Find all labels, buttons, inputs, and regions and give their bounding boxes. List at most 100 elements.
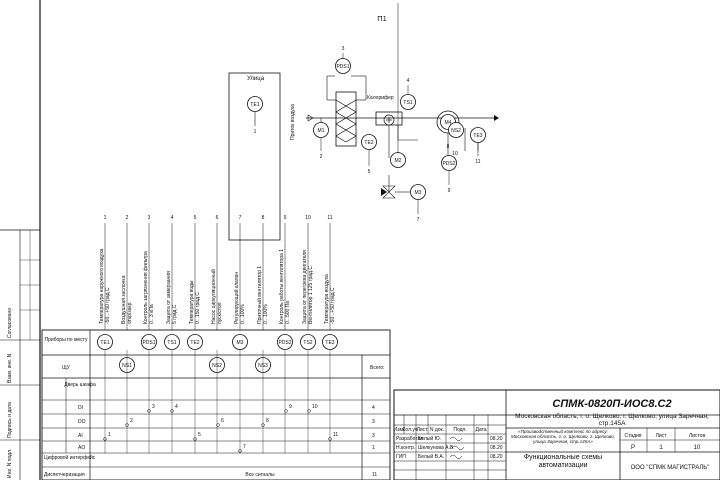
damper-icon	[307, 114, 314, 122]
tb-name-developer: Белый Ю.	[418, 435, 441, 442]
side-label-replacement: Взам. инв. N	[7, 353, 13, 383]
column-description: Насос циркуляционный	[210, 269, 217, 324]
stage-value: Р	[631, 445, 635, 451]
column-number: 3	[148, 215, 151, 221]
signal-node-icon	[307, 409, 311, 413]
column-range: 0...3 кПа	[149, 304, 155, 324]
sheet-header: Лист	[656, 433, 668, 439]
tb-role-developer: Разработал	[396, 436, 423, 442]
signal-node-icon	[125, 423, 129, 427]
column-range: откр/закр	[127, 302, 133, 324]
stage-header: Стадия	[624, 433, 641, 439]
signal-node-icon	[170, 409, 174, 413]
filter-block	[335, 91, 357, 147]
signal-number-di: 9	[289, 404, 292, 410]
column-description: Приточный вентилятор 1	[256, 266, 263, 324]
column-description: Контроль работы вентилятора 1	[279, 249, 285, 324]
object-description: «Производственный комплекс по адресу: Мо…	[510, 429, 616, 445]
dispatch-value: Все сигналы	[245, 472, 275, 478]
instrument-pds2-tag: PDS2	[442, 161, 455, 167]
field-instrument-ts1	[164, 334, 180, 350]
column-range: пуск/стоп	[217, 302, 223, 324]
column-range: Вентилятор 1 125 град.С	[308, 266, 314, 324]
instrument-m4-tag: M4	[445, 120, 452, 126]
callout-pds2: 9	[448, 188, 451, 194]
row-label-ao: AO	[78, 445, 85, 451]
field-instrument-te2-tag: TE2	[190, 340, 199, 346]
row-label-digital: Цифровой интерфейс	[44, 454, 96, 461]
tb-name-control: Шелкунова А.В.	[418, 445, 455, 451]
column-number: 8	[262, 215, 265, 221]
sheet-title: Функциональные схемы автоматизации	[523, 454, 603, 469]
instrument-te2-tag: TE2	[364, 140, 373, 146]
field-instrument-m3	[232, 334, 248, 350]
row-label-di: DI	[78, 405, 83, 411]
field-instrument-ts1-tag: TS1	[167, 340, 176, 346]
instrument-ts1-tag: TS1	[403, 100, 412, 106]
field-instrument-te1-tag: TE1	[100, 340, 109, 346]
sheet-title-box: Функциональные схемы автоматизации	[523, 454, 603, 469]
column-number: 10	[305, 215, 311, 221]
row-label-shu: ЩУ	[62, 365, 71, 371]
object-box: «Производственный комплекс по адресу: Мо…	[510, 429, 616, 445]
callout-te2: 5	[368, 169, 371, 175]
total-di: 4	[372, 405, 375, 411]
signal-node-icon	[103, 437, 107, 441]
sheets-header: Листов	[689, 433, 706, 439]
tb-header-docnum: N док.	[430, 427, 444, 433]
instrument-m1-tag: M1	[318, 128, 325, 134]
side-label-inventory: Инв. N подл.	[7, 449, 13, 478]
tb-role-chief: ГИП	[396, 454, 406, 460]
column-range: 0...150 град.С	[195, 292, 201, 324]
field-instrument-ts2	[300, 334, 316, 350]
signal-table-grid	[41, 329, 391, 480]
control-valve-icon	[382, 185, 396, 193]
column-description: Температура воды	[189, 280, 195, 324]
sheets-value: 10	[694, 445, 701, 451]
outdoor-label: Улица	[247, 76, 265, 82]
instrument-te3-tag: TE3	[473, 133, 482, 139]
tb-header-date: Дата	[475, 427, 486, 433]
column-number: 11	[327, 215, 332, 221]
total-header: Всего:	[370, 365, 385, 371]
row-label-door: Дверь шкафа	[64, 382, 96, 388]
column-range: 5 град.С	[172, 304, 178, 324]
field-instrument-te3-tag: TE3	[325, 340, 334, 346]
column-description: Воздушная заслонка	[121, 275, 127, 324]
signal-node-icon	[284, 409, 288, 413]
tb-header-qty: Кол.уч	[403, 427, 418, 433]
field-instrument-te1	[97, 334, 113, 350]
column-number: 4	[171, 215, 174, 221]
column-number: 1	[104, 215, 107, 221]
signal-number-di: 3	[152, 404, 155, 410]
company-name: ООО "СПМК МАГИСТРАЛЬ"	[631, 465, 710, 471]
field-instrument-pds1-tag: PDS1	[142, 340, 155, 346]
signal-number-di: 4	[175, 404, 178, 410]
column-description: Температура наружного воздуха	[99, 248, 105, 324]
row-label-dispatch: Диспетчеризация	[44, 472, 85, 478]
duct-label-8: 8	[447, 144, 450, 150]
signal-node-icon	[147, 409, 151, 413]
instrument-ns2-tag: NS2	[451, 128, 461, 134]
address: Московская область, г. о. Щелково, г. Ще…	[515, 413, 709, 427]
callout-m1: 2	[320, 154, 323, 160]
column-description: Защита от перегрева двигателя	[302, 250, 308, 324]
signal-number-di: 10	[312, 404, 318, 410]
callout-pds1: 3	[342, 46, 345, 52]
signal-node-icon	[261, 423, 265, 427]
total-do: 3	[372, 419, 375, 425]
column-number: 7	[239, 215, 242, 221]
column-description: Контроль загрязнения фильтра	[143, 251, 149, 324]
title-block-grid	[393, 389, 720, 480]
instrument-te1-callout: 1	[254, 129, 257, 135]
field-instrument-te2	[187, 334, 203, 350]
signal-node-icon	[328, 437, 332, 441]
signal-number-ao: 7	[243, 444, 246, 450]
tb-role-control: Н.контр.	[396, 445, 415, 451]
field-instrument-pds1	[141, 334, 157, 350]
column-number: 9	[284, 215, 287, 221]
field-instrument-pds2-tag: PDS2	[278, 340, 291, 346]
total-dispatch: 11	[372, 472, 377, 478]
instrument-te1	[247, 96, 263, 112]
